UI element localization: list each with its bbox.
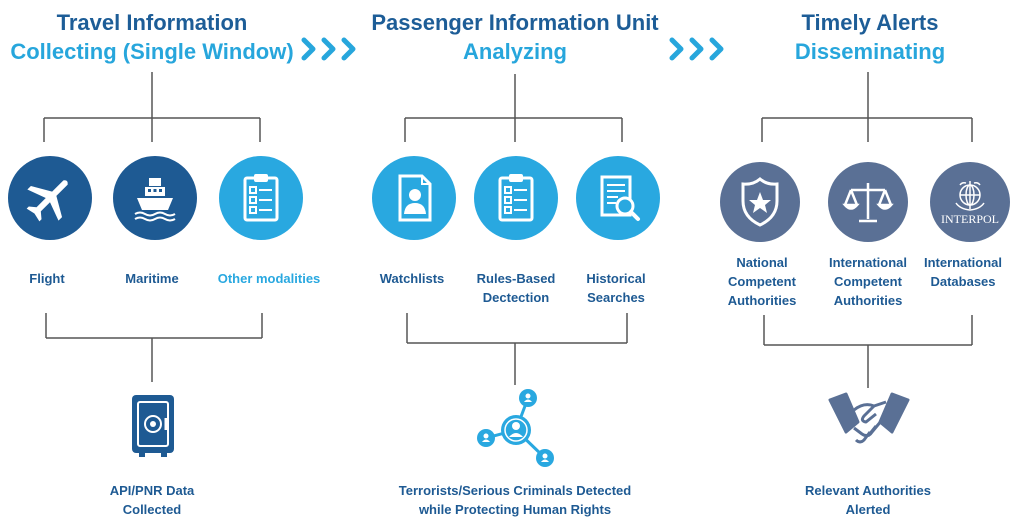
item-label-flight: Flight [29,271,65,286]
column-3-subtitle: Disseminating [794,39,946,64]
item-label-historical-searches: Historical Searches [586,271,646,305]
item-label-watchlists: Watchlists [379,271,445,286]
chevron-right-icon [669,37,724,61]
item-label-maritime: Maritime [125,271,179,286]
result-label-authorities-alerted: Relevant Authorities Alerted [805,483,931,517]
result-label-terrorists-detected: Terrorists/Serious Criminals Detected wh… [398,483,632,517]
column-1-subtitle: Collecting (Single Window) [10,39,294,64]
person-network-icon [477,389,554,467]
chevron-right-icon [301,37,356,61]
item-label-national-competent-authorities: National Competent Authorities [727,255,797,308]
safe-vault-icon [132,395,174,457]
clipboard-checklist-icon [219,156,303,240]
interpol-emblem-icon: INTERPOL [930,162,1010,242]
clipboard-checklist-icon [474,156,558,240]
ship-icon [113,156,197,240]
police-badge-icon [720,162,800,242]
item-label-other-modalities: Other modalities [217,271,321,286]
column-1-title: Travel Information [56,10,248,35]
column-2-title: Passenger Information Unit [371,10,659,35]
result-label-api-pnr-collected: API/PNR Data Collected [109,483,195,517]
item-label-international-competent-authorities: International Competent Authorities [828,255,907,308]
person-document-icon [372,156,456,240]
document-search-icon [576,156,660,240]
item-label-rules-based-detection: Rules-Based Dectection [476,271,556,305]
item-label-international-databases: International Databases [923,255,1002,289]
column-3-title: Timely Alerts [801,10,939,35]
interpol-emblem-text: INTERPOL [941,211,999,226]
airplane-icon [8,156,92,240]
scales-of-justice-icon [828,162,908,242]
column-2-subtitle: Analyzing [463,39,567,64]
handshake-icon [828,392,910,444]
